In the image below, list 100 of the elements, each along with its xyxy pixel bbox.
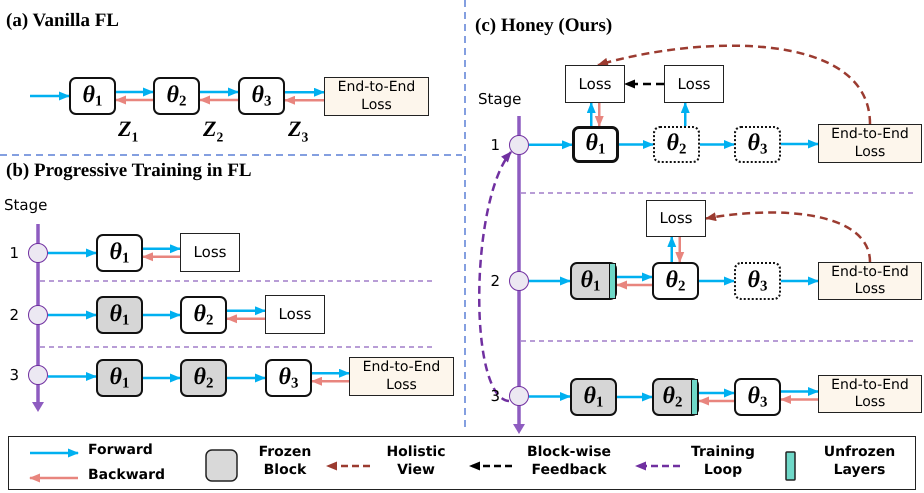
arrow bbox=[48, 372, 97, 381]
arrow bbox=[143, 374, 181, 382]
arrow bbox=[48, 248, 97, 258]
stage-number: 1 bbox=[490, 136, 500, 154]
legend-label: Unfrozen Layers bbox=[822, 443, 896, 480]
parameter-label: θ$_{2}$ bbox=[194, 302, 214, 328]
parameter-label: θ$_{2}$ bbox=[662, 384, 682, 410]
loss-label: End-to-End Loss bbox=[830, 126, 910, 161]
arrow bbox=[699, 276, 735, 286]
model-block bbox=[69, 77, 116, 115]
axis-label: Stage bbox=[478, 90, 522, 108]
model-block bbox=[96, 234, 143, 272]
arrow bbox=[284, 96, 324, 105]
arrow bbox=[529, 392, 571, 401]
arrow bbox=[48, 310, 97, 320]
model-block bbox=[153, 77, 200, 115]
arrow bbox=[617, 272, 653, 282]
loss-box bbox=[349, 357, 454, 396]
parameter-label: θ$_{2}$ bbox=[194, 364, 214, 392]
loss-label: Loss bbox=[278, 305, 312, 324]
parameter-label: θ$_{1}$ bbox=[110, 364, 130, 392]
arrow bbox=[617, 392, 653, 402]
arrow bbox=[699, 388, 735, 398]
legend-label: Backward bbox=[88, 466, 166, 484]
loss-box bbox=[818, 262, 922, 300]
frozen-block bbox=[96, 296, 143, 334]
arrow bbox=[667, 236, 676, 262]
arrow bbox=[680, 102, 690, 126]
loss-box bbox=[664, 65, 724, 103]
parameter-label: θ$_{1}$ bbox=[586, 131, 606, 158]
inactive-block bbox=[653, 126, 700, 163]
stage-number: 2 bbox=[490, 272, 500, 290]
loss-label: End-to-End Loss bbox=[362, 359, 442, 394]
arrow bbox=[780, 395, 818, 404]
arrow bbox=[143, 310, 181, 320]
arrow bbox=[781, 140, 819, 148]
legend-label: Training Loop bbox=[690, 443, 756, 480]
frozen-block bbox=[652, 378, 699, 416]
parameter-label: θ$_{3}$ bbox=[748, 384, 768, 410]
loss-label: End-to-End Loss bbox=[830, 376, 910, 412]
inactive-block bbox=[734, 262, 781, 300]
loss-box bbox=[565, 65, 625, 103]
arrow bbox=[619, 140, 654, 149]
arrow bbox=[312, 368, 350, 378]
loss-box bbox=[265, 295, 325, 334]
parameter-label: θ$_{1}$ bbox=[580, 268, 600, 294]
activation-label: Z$_{2}$ bbox=[203, 116, 224, 146]
parameter-label: θ$_{3}$ bbox=[278, 364, 298, 392]
arrow bbox=[594, 103, 604, 127]
loss-box bbox=[180, 233, 240, 272]
frozen-block bbox=[570, 378, 617, 416]
loss-box bbox=[818, 375, 922, 413]
stage-number: 2 bbox=[9, 306, 19, 324]
parameter-label: θ$_{2}$ bbox=[666, 131, 686, 158]
arrow bbox=[226, 314, 265, 324]
loss-label: End-to-End Loss bbox=[336, 79, 416, 114]
arrow bbox=[143, 244, 181, 254]
arrow bbox=[199, 96, 238, 104]
dashed-arrow bbox=[624, 80, 664, 88]
frozen-block bbox=[96, 359, 143, 397]
arrow bbox=[285, 88, 325, 97]
parameter-label: θ$_{3}$ bbox=[748, 131, 768, 158]
panel-title: (b) Progressive Training in FL bbox=[6, 160, 252, 182]
parameter-label: θ$_{3}$ bbox=[252, 82, 272, 110]
arrow bbox=[529, 276, 571, 286]
loss-label: End-to-End Loss bbox=[830, 264, 910, 298]
inactive-block bbox=[734, 126, 781, 163]
activation-label: Z$_{3}$ bbox=[288, 116, 308, 146]
parameter-label: θ$_{3}$ bbox=[748, 268, 768, 294]
arrow bbox=[116, 88, 154, 96]
arrow bbox=[227, 374, 266, 382]
stage-number: 3 bbox=[9, 366, 19, 384]
dashed-arrow bbox=[705, 211, 872, 262]
frozen-block bbox=[570, 262, 617, 300]
panel-title: (a) Vanilla FL bbox=[6, 10, 119, 32]
arrow bbox=[616, 280, 652, 290]
model-block bbox=[652, 262, 699, 300]
model-block bbox=[238, 77, 285, 115]
model-block bbox=[734, 378, 781, 416]
arrow bbox=[781, 276, 819, 286]
legend-label: Frozen Block bbox=[258, 443, 312, 480]
parameter-label: θ$_{1}$ bbox=[110, 302, 130, 328]
dashed-arrow bbox=[597, 44, 872, 124]
arrow bbox=[781, 387, 819, 396]
loss-box bbox=[818, 124, 922, 163]
legend-label: Block-wise Feedback bbox=[526, 443, 612, 480]
dashed-arrow bbox=[478, 151, 512, 402]
parameter-label: θ$_{2}$ bbox=[666, 268, 686, 294]
loss-label: Loss bbox=[660, 209, 692, 228]
legend-label: Holistic View bbox=[385, 443, 447, 480]
axis-label: Stage bbox=[4, 196, 48, 214]
model-block bbox=[265, 359, 312, 397]
panel-title: (c) Honey (Ours) bbox=[475, 15, 612, 37]
arrow bbox=[142, 252, 180, 262]
arrow bbox=[227, 306, 266, 316]
parameter-label: θ$_{1}$ bbox=[82, 82, 102, 110]
arrow bbox=[529, 140, 573, 150]
activation-label: Z$_{1}$ bbox=[118, 116, 138, 146]
stage-number: 3 bbox=[490, 387, 500, 405]
arrow bbox=[30, 92, 70, 100]
